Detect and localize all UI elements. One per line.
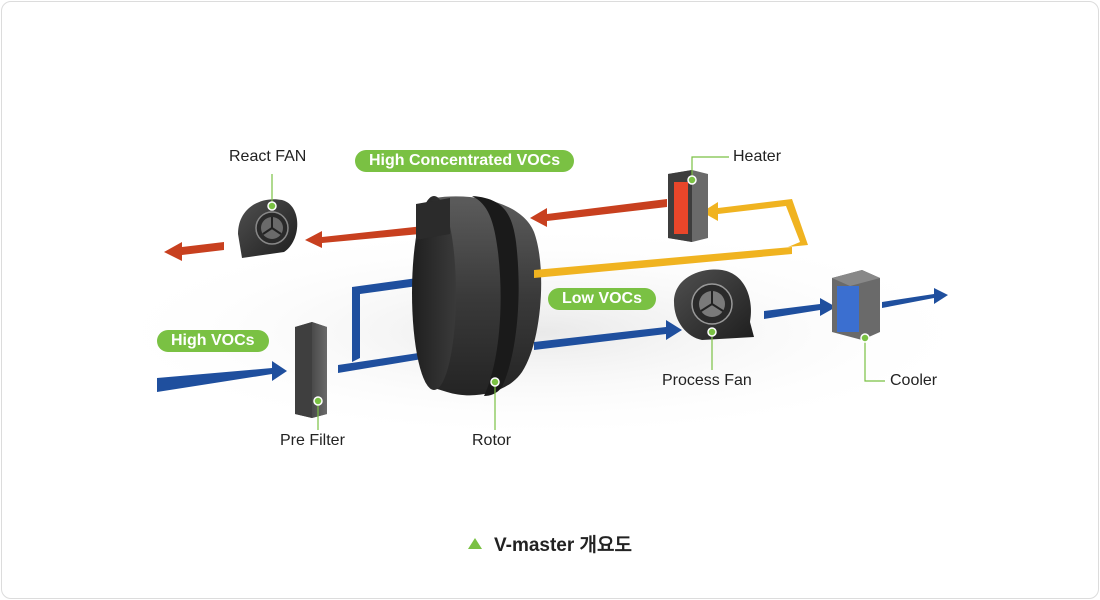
cooler-label: Cooler xyxy=(890,372,938,389)
process-fan-label: Process Fan xyxy=(662,372,752,389)
triangle-icon xyxy=(468,538,482,549)
caption-text: V-master 개요도 xyxy=(494,535,632,556)
outlet-arrow xyxy=(882,288,948,308)
process-fan xyxy=(674,269,754,340)
exhaust-arrow xyxy=(164,199,667,261)
high-concentrated-vocs-pill: High Concentrated VOCs xyxy=(355,150,575,172)
rotor-label: Rotor xyxy=(472,432,512,449)
high-vocs-pill: High VOCs xyxy=(157,330,269,352)
rotor xyxy=(412,196,792,396)
react-fan-label: React FAN xyxy=(229,148,307,165)
cooler xyxy=(832,270,880,340)
heater-label: Heater xyxy=(733,148,782,165)
regen-loop xyxy=(702,199,808,247)
leader-dots xyxy=(267,175,870,406)
low-vocs-pill: Low VOCs xyxy=(548,288,657,310)
diagram-caption: V-master 개요도 xyxy=(2,530,1098,557)
inlet-arrow xyxy=(157,361,287,392)
react-fan xyxy=(238,199,298,258)
heater xyxy=(668,170,708,242)
pre-filter-label: Pre Filter xyxy=(280,432,345,449)
fan-to-cooler-arrow xyxy=(764,298,836,319)
leader-lines xyxy=(271,156,885,430)
pre-filter xyxy=(295,322,327,418)
process-duct xyxy=(338,270,468,373)
